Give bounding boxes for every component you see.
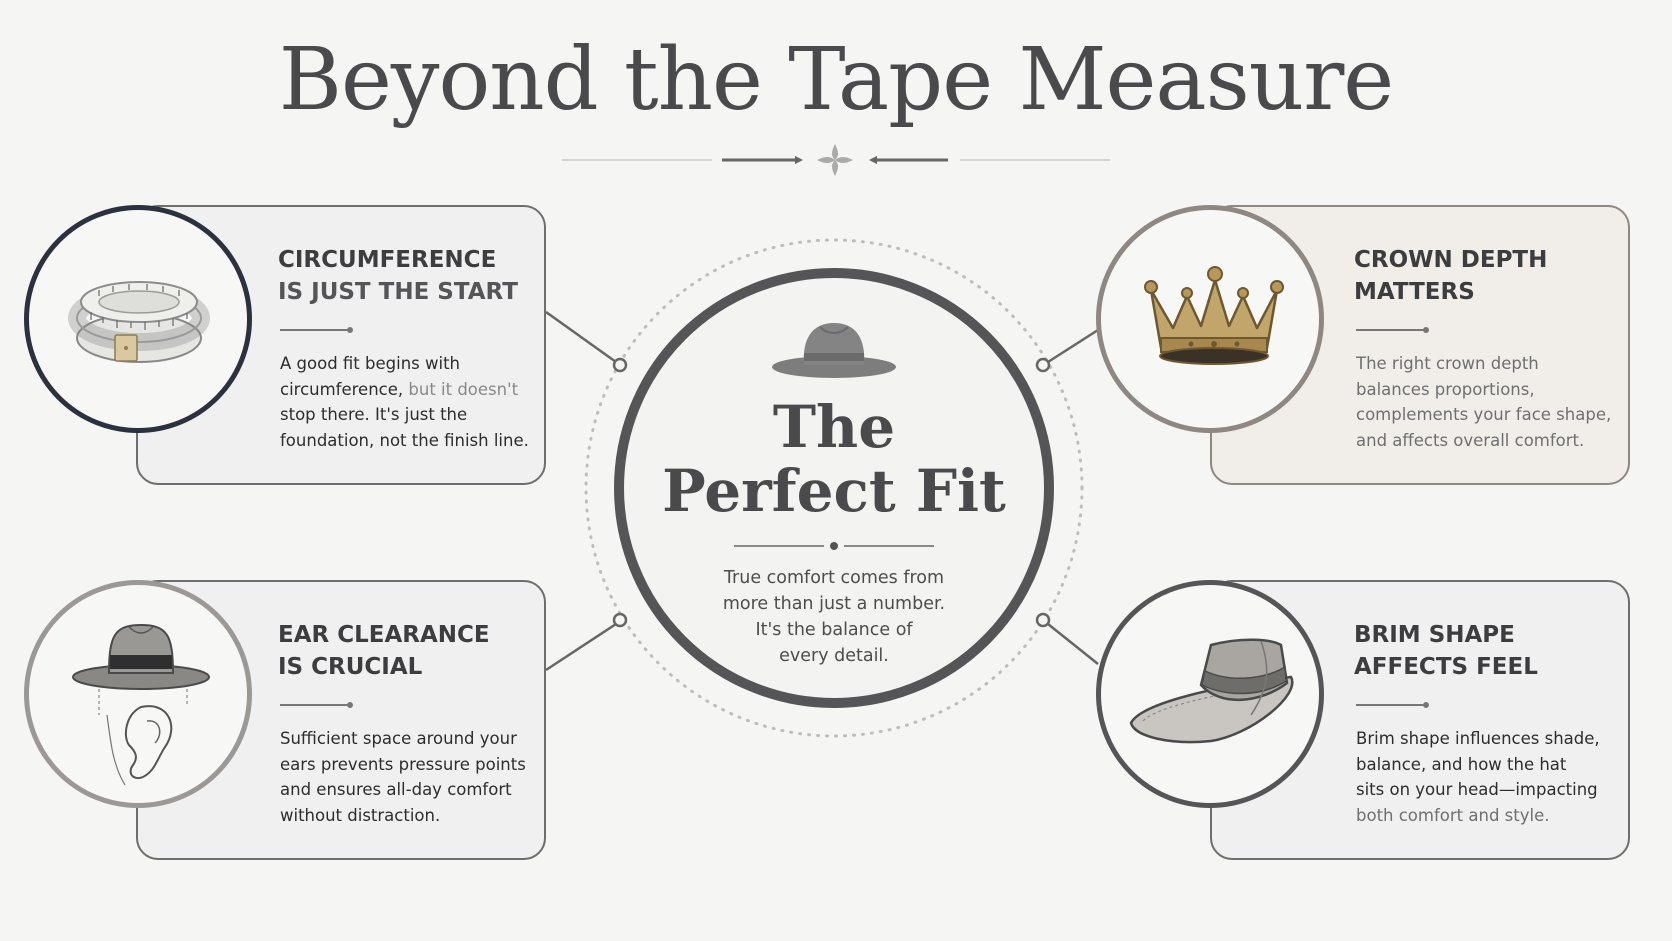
- card-body: Brim shape influences shade, balance, an…: [1356, 729, 1600, 825]
- page-title: Beyond the Tape Measure: [278, 30, 1394, 130]
- crown-icon: [1144, 266, 1284, 365]
- brim-hat-icon: [1129, 638, 1294, 744]
- card-divider: [280, 327, 353, 333]
- center-description: True comfort comes from more than just a…: [722, 568, 946, 666]
- card-heading: BRIM SHAPE AFFECTS FEEL: [1354, 622, 1538, 680]
- card-body: The right crown depth balances proportio…: [1356, 354, 1612, 450]
- fedora-icon: [772, 323, 896, 378]
- card-divider: [280, 702, 353, 708]
- card-body: A good fit begins with circumference, bu…: [280, 354, 529, 450]
- card-heading: EAR CLEARANCE IS CRUCIAL: [278, 622, 490, 680]
- tape-measure-icon: [68, 281, 210, 363]
- center-title: The Perfect Fit: [662, 393, 1006, 525]
- title-ornament: [562, 144, 1110, 176]
- connectors: [545, 310, 1099, 672]
- center-divider: [734, 542, 934, 550]
- card-heading: CROWN DEPTH MATTERS: [1354, 247, 1548, 305]
- medallion-circumference: [24, 205, 252, 433]
- center-circle: [614, 268, 1054, 708]
- card-heading: CIRCUMFERENCE IS JUST THE START: [278, 247, 518, 305]
- card-body: Sufficient space around your ears preven…: [280, 729, 526, 825]
- card-divider: [1356, 327, 1429, 333]
- medallion-crown: [1096, 205, 1324, 433]
- fleur-ornament-icon: [817, 144, 853, 176]
- medallion-ear: [24, 580, 252, 808]
- card-divider: [1356, 702, 1429, 708]
- dotted-ring: [584, 238, 1084, 738]
- hat-over-ear-icon: [72, 623, 210, 786]
- medallion-brim: [1096, 580, 1324, 808]
